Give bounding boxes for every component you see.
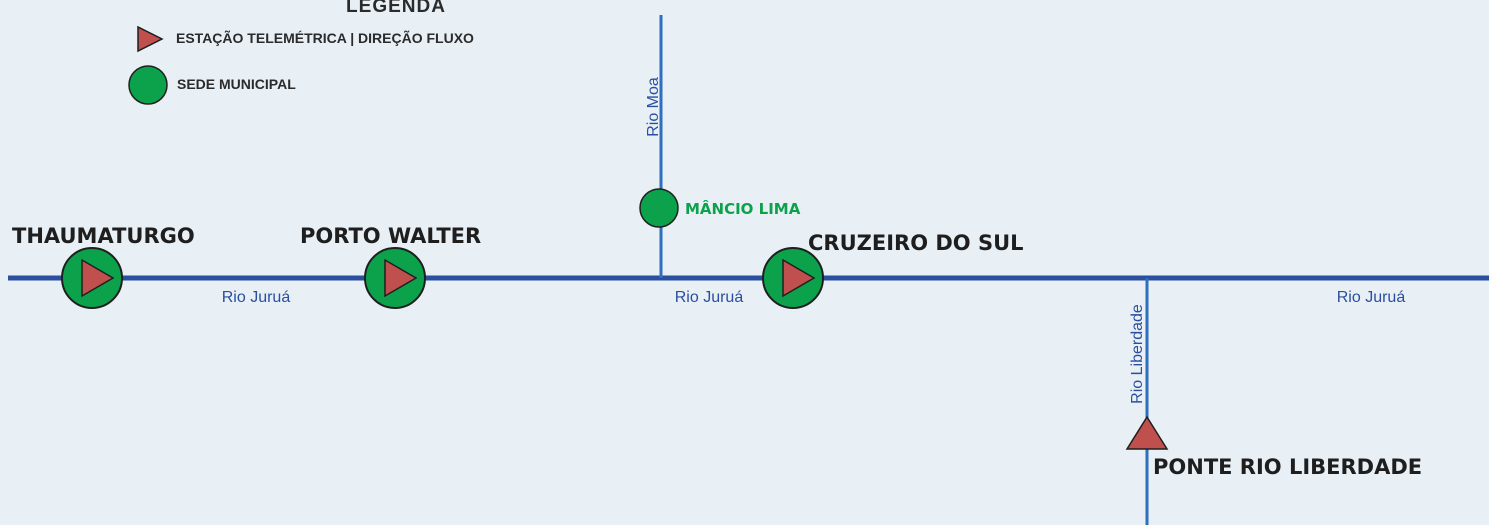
seat-circle-icon — [639, 188, 679, 228]
station-cruzeiro-do-sul: CRUZEIRO DO SUL — [762, 231, 1024, 309]
station-triangle-icon — [81, 258, 115, 298]
legend-station-label: ESTAÇÃO TELEMÉTRICA | DIREÇÃO FLUXO — [176, 29, 474, 46]
river-label-liberdade: Rio Liberdade — [1129, 304, 1146, 404]
river-label-moa: Rio Moa — [645, 77, 662, 137]
station-triangle-icon — [782, 258, 816, 298]
legend-title: LEGENDA — [346, 0, 446, 17]
station-ponte-rio-liberdade: PONTE RIO LIBERDADE — [1125, 415, 1422, 479]
river-labels: Rio Juruá Rio Juruá Rio Juruá Rio Moa Ri… — [222, 77, 1406, 404]
station-label-thaumaturgo: THAUMATURGO — [12, 224, 195, 248]
station-porto-walter: PORTO WALTER — [300, 224, 481, 309]
seat-label-mancio-lima: MÂNCIO LIMA — [685, 199, 801, 218]
legend-seat-label: SEDE MUNICIPAL — [177, 76, 296, 92]
river-label-jurua-2: Rio Juruá — [675, 289, 744, 306]
station-triangle-icon — [384, 258, 418, 298]
legend-seat-circle-icon — [128, 65, 168, 105]
legend-station-triangle-icon — [137, 25, 164, 53]
station-label-ponte-rio-liberdade: PONTE RIO LIBERDADE — [1153, 455, 1422, 479]
rivers — [8, 15, 1489, 525]
station-triangle-up-icon — [1125, 415, 1169, 450]
legend: LEGENDA ESTAÇÃO TELEMÉTRICA | DIREÇÃO FL… — [128, 0, 474, 105]
station-thaumaturgo: THAUMATURGO — [12, 224, 195, 309]
river-label-jurua-3: Rio Juruá — [1337, 289, 1406, 306]
seat-mancio-lima: MÂNCIO LIMA — [639, 188, 801, 228]
station-label-porto-walter: PORTO WALTER — [300, 224, 481, 248]
river-label-jurua-1: Rio Juruá — [222, 289, 291, 306]
station-label-cruzeiro-do-sul: CRUZEIRO DO SUL — [808, 231, 1024, 255]
